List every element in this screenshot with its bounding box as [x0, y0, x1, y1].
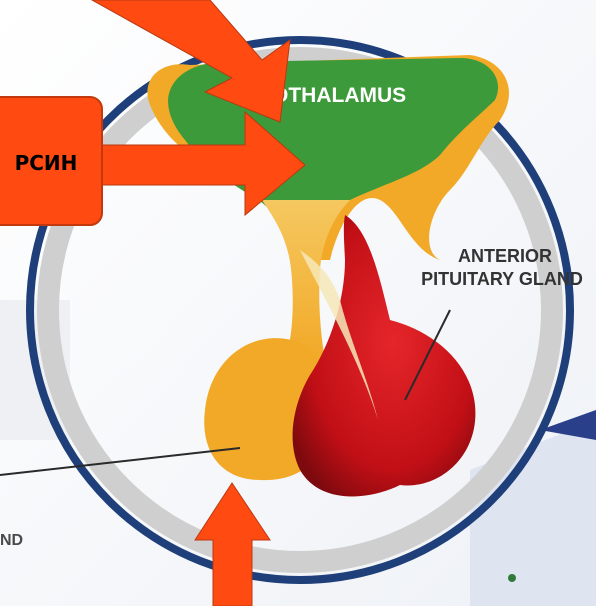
callout-text: РСИН	[15, 151, 78, 175]
hypothalamus-label: OTHALAMUS	[272, 84, 406, 107]
posterior-label-fragment: ND	[0, 532, 23, 549]
anterior-label-line2: PITUITARY GLAND	[421, 269, 583, 289]
small-dot	[508, 574, 516, 582]
anterior-label-line1: ANTERIOR	[458, 246, 552, 266]
